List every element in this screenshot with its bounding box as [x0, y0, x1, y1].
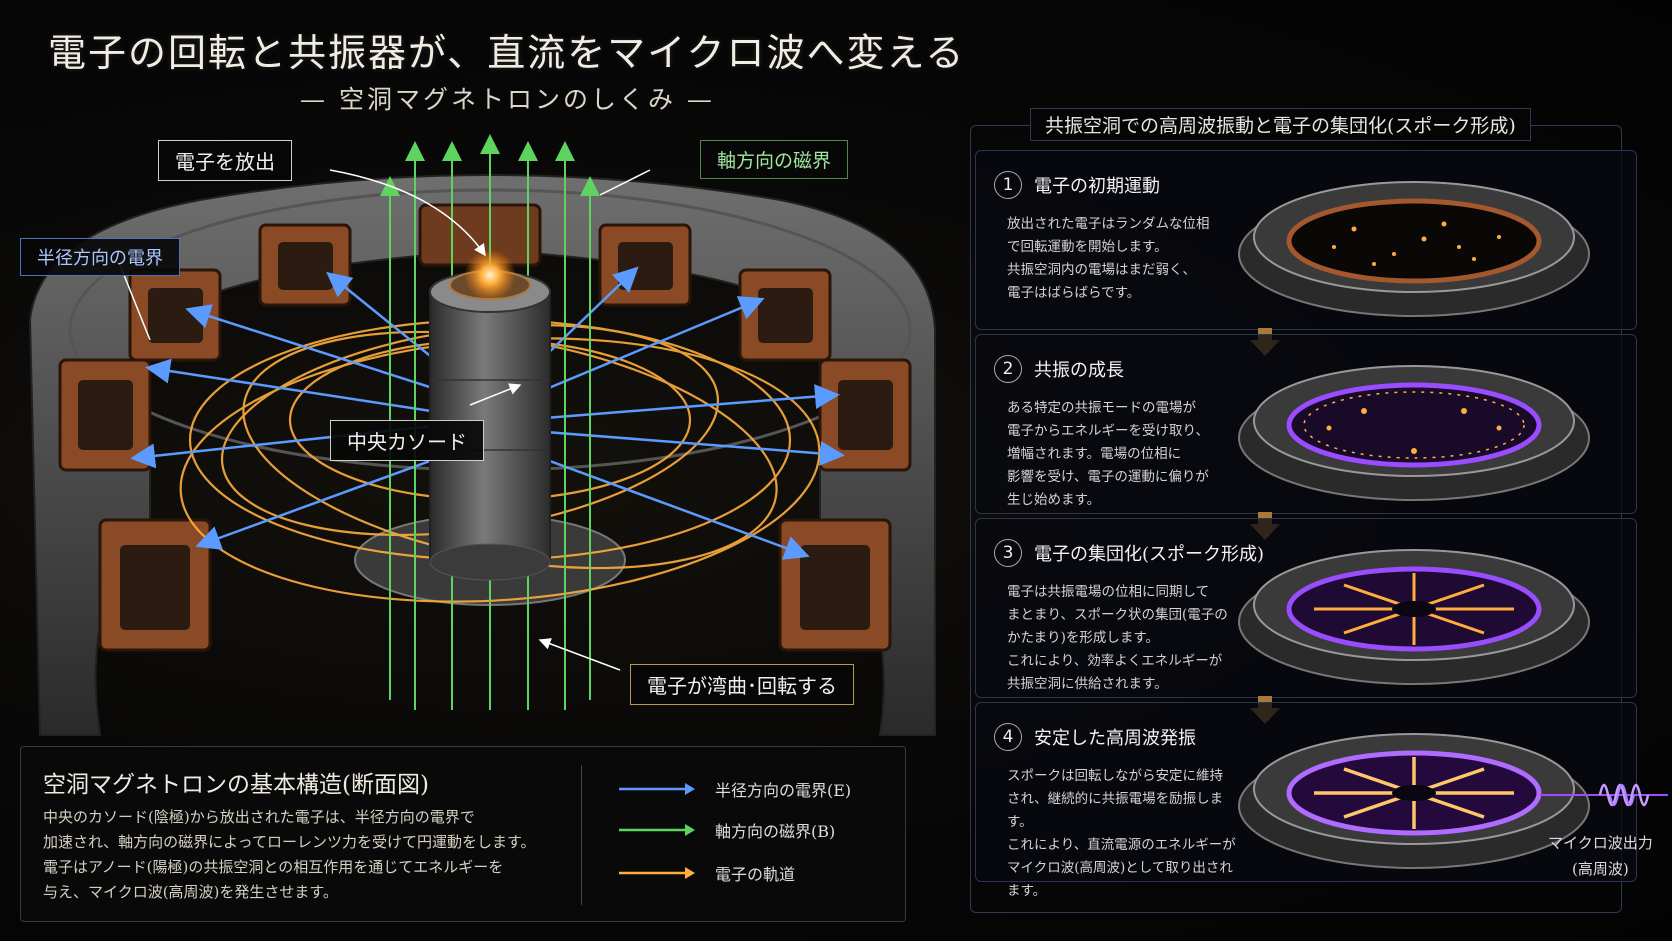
legend-line: 中央のカソード(陰極)から放出された電子は、半径方向の電界で: [43, 808, 475, 826]
callout-central-cathode: 中央カソード: [330, 420, 484, 461]
step-card-1: 1 電子の初期運動 放出された電子はランダムな位相 で回転運動を開始します。 共…: [975, 150, 1637, 330]
legend-line: 電子はアノード(陽極)の共振空洞との相互作用を通じてエネルギーを: [43, 858, 504, 876]
output-sub-text: (高周波): [1571, 860, 1629, 878]
callout-electrons-curving: 電子が湾曲･回転する: [630, 664, 854, 705]
step-line: 影響を受け、電子の運動に偏りが: [1007, 469, 1209, 485]
legend-item-label: 半径方向の電界(E): [715, 781, 852, 800]
step-number: 3: [994, 539, 1022, 567]
step-title: 安定した高周波発振: [1034, 728, 1196, 749]
legend-line: 加速され、軸方向の磁界によってローレンツ力を受けて円運動をします。: [43, 833, 536, 851]
step-card-3: 3 電子の集団化(スポーク形成) 電子は共振電場の位相に同期して まとまり、スポ…: [975, 518, 1637, 698]
step-header: 3 電子の集団化(スポーク形成): [994, 539, 1264, 567]
page-title: 電子の回転と共振器が、直流をマイクロ波へ変える: [48, 31, 966, 75]
step-card-2: 2 共振の成長 ある特定の共振モードの電場が 電子からエネルギーを受け取り、 増…: [975, 334, 1637, 514]
step-line: 放出された電子はランダムな位相: [1007, 216, 1210, 232]
step-header: 4 安定した高周波発振: [994, 723, 1196, 751]
step-description: 放出された電子はランダムな位相 で回転運動を開始します。 共振空洞内の電場はまだ…: [1007, 213, 1237, 305]
step-line: 増幅されます。電場の位相に: [1007, 446, 1182, 462]
step-2-ring-illustration: [1238, 365, 1590, 501]
legend-item-magnetic-field: 軸方向の磁界(B): [617, 818, 835, 842]
green-arrow-icon: [619, 824, 695, 836]
step-line: これにより、直流電源のエネルギーが: [1007, 837, 1236, 853]
step-3-ring-illustration: [1238, 549, 1590, 685]
step-line: スポークは回転しながら安定に維持: [1007, 768, 1223, 784]
step-4-ring-illustration: [1238, 733, 1590, 869]
step-line: 電子からエネルギーを受け取り、: [1007, 423, 1209, 439]
step-header: 1 電子の初期運動: [994, 171, 1160, 199]
step-line: かたまり)を形成します。: [1007, 630, 1160, 646]
legend-divider: [581, 765, 582, 905]
step-description: スポークは回転しながら安定に維持 され、継続的に共振電場を励振します。 これによ…: [1007, 765, 1237, 903]
magnetron-cutaway-diagram: [28, 134, 936, 736]
step-line: 共振空洞に供給されます。: [1007, 676, 1168, 692]
callout-emit-electrons: 電子を放出: [158, 140, 292, 181]
step-line: ある特定の共振モードの電場が: [1007, 400, 1196, 416]
microwave-output-label: マイクロ波出力 (高周波): [1548, 830, 1653, 882]
orange-arrow-icon: [619, 867, 695, 879]
callout-radial-field: 半径方向の電界: [20, 238, 180, 276]
step-card-4: 4 安定した高周波発振 スポークは回転しながら安定に維持 され、継続的に共振電場…: [975, 702, 1637, 899]
page-subtitle: — 空洞マグネトロンのしくみ —: [300, 85, 715, 114]
step-number: 2: [994, 355, 1022, 383]
step-description: ある特定の共振モードの電場が 電子からエネルギーを受け取り、 増幅されます。電場…: [1007, 397, 1237, 512]
step-description: 電子は共振電場の位相に同期して まとまり、スポーク状の集団(電子の かたまり)を…: [1007, 581, 1237, 696]
step-line: で回転運動を開始します。: [1007, 239, 1168, 255]
process-panel-title: 共振空洞での高周波振動と電子の集団化(スポーク形成): [1030, 108, 1531, 141]
step-line: これにより、効率よくエネルギーが: [1007, 653, 1223, 669]
step-number: 1: [994, 171, 1022, 199]
legend-description: 中央のカソード(陰極)から放出された電子は、半径方向の電界で 加速され、軸方向の…: [43, 805, 583, 905]
legend-item-label: 電子の軌道: [715, 865, 796, 884]
legend-item-label: 軸方向の磁界(B): [715, 822, 836, 841]
step-line: 電子は共振電場の位相に同期して: [1007, 584, 1210, 600]
legend-title: 空洞マグネトロンの基本構造(断面図): [43, 772, 429, 798]
step-title: 電子の初期運動: [1034, 176, 1160, 197]
cavity-openings: [78, 242, 893, 630]
output-label-text: マイクロ波出力: [1548, 834, 1653, 852]
emission-glow: [464, 249, 516, 301]
legend-line: 与え、マイクロ波(高周波)を発生させます。: [43, 883, 338, 901]
step-line: 共振空洞内の電場はまだ弱く、: [1007, 262, 1196, 278]
step-line: マイクロ波(高周波)として取り出されます。: [1007, 860, 1233, 899]
leader-lines: [119, 169, 651, 671]
step-title: 共振の成長: [1034, 360, 1124, 381]
microwave-output-wave-icon: [1540, 783, 1668, 807]
step-1-ring-illustration: [1238, 181, 1590, 317]
step-line: 電子はばらばらです。: [1007, 285, 1141, 301]
structure-legend-panel: 空洞マグネトロンの基本構造(断面図) 中央のカソード(陰極)から放出された電子は…: [20, 746, 906, 922]
legend-item-electron-orbit: 電子の軌道: [617, 861, 795, 885]
blue-arrow-icon: [619, 783, 695, 795]
step-line: まとまり、スポーク状の集団(電子の: [1007, 607, 1228, 623]
legend-item-electric-field: 半径方向の電界(E): [617, 777, 851, 801]
step-title: 電子の集団化(スポーク形成): [1034, 544, 1265, 565]
callout-axial-field: 軸方向の磁界: [700, 140, 849, 179]
step-line: され、継続的に共振電場を励振します。: [1007, 791, 1224, 830]
step-number: 4: [994, 723, 1022, 751]
step-line: 生じ始めます。: [1007, 492, 1101, 508]
step-header: 2 共振の成長: [994, 355, 1124, 383]
